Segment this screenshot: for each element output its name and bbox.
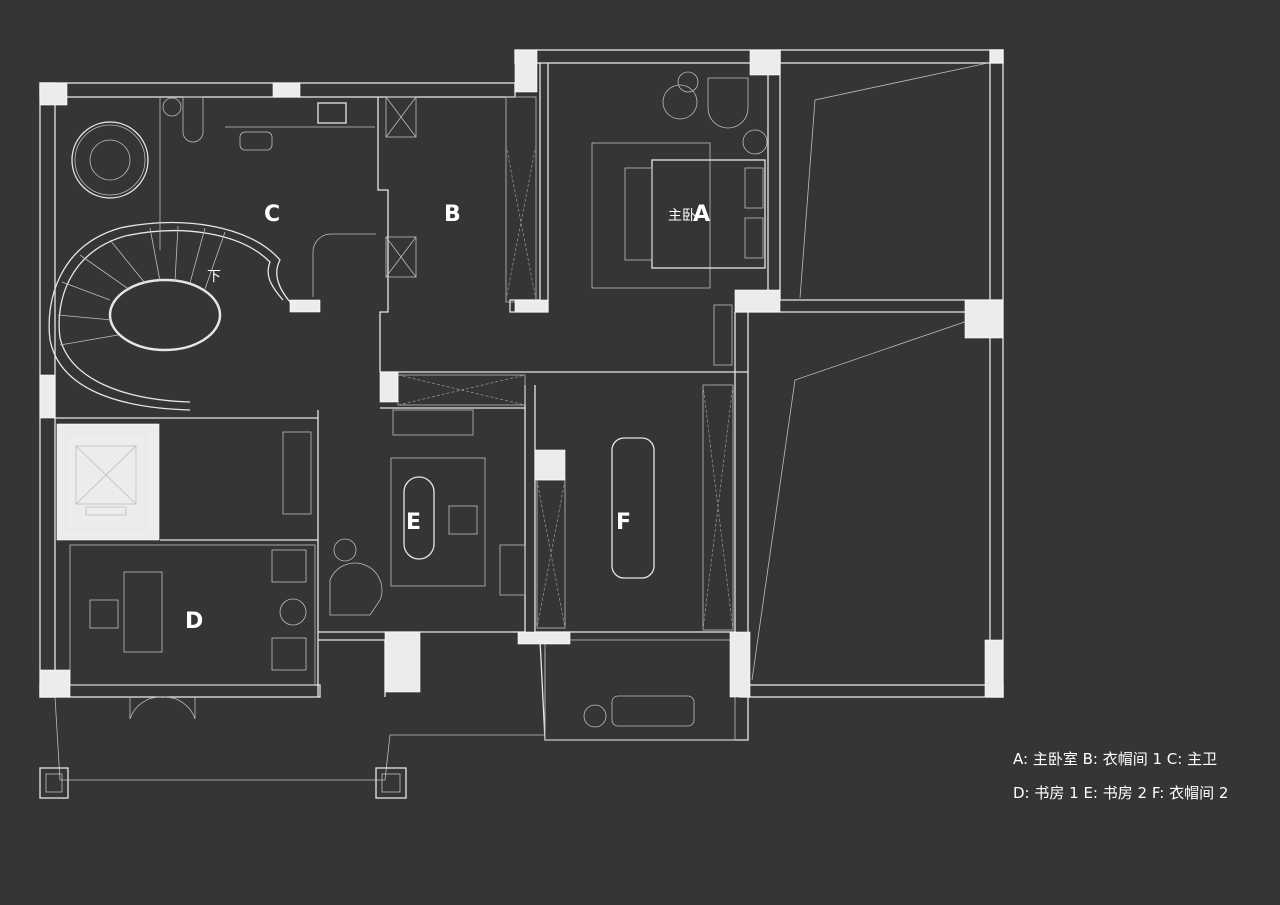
room-label-b: B [444,202,461,227]
garden [39,650,546,799]
terraces [751,62,989,681]
bath-fixtures [71,96,376,297]
master-bedroom-label: 主卧 [668,208,696,224]
room-label-a: A [693,202,711,227]
stairs-down-label: 下 [207,269,221,285]
room-label-d: D [185,609,204,634]
legend-line-2: D: 书房 1 E: 书房 2 F: 衣帽间 2 [1013,784,1229,802]
spiral-staircase [48,221,321,411]
legend-line-1: A: 主卧室 B: 衣帽间 1 C: 主卫 [1013,750,1218,768]
room-label-f: F [616,510,632,535]
bedroom-furniture [591,71,768,366]
interior-walls [55,63,748,640]
elevator [56,423,160,541]
study-furniture [69,437,695,728]
room-label-e: E [406,510,422,535]
pillars [39,49,1004,698]
room-label-c: C [264,202,281,227]
